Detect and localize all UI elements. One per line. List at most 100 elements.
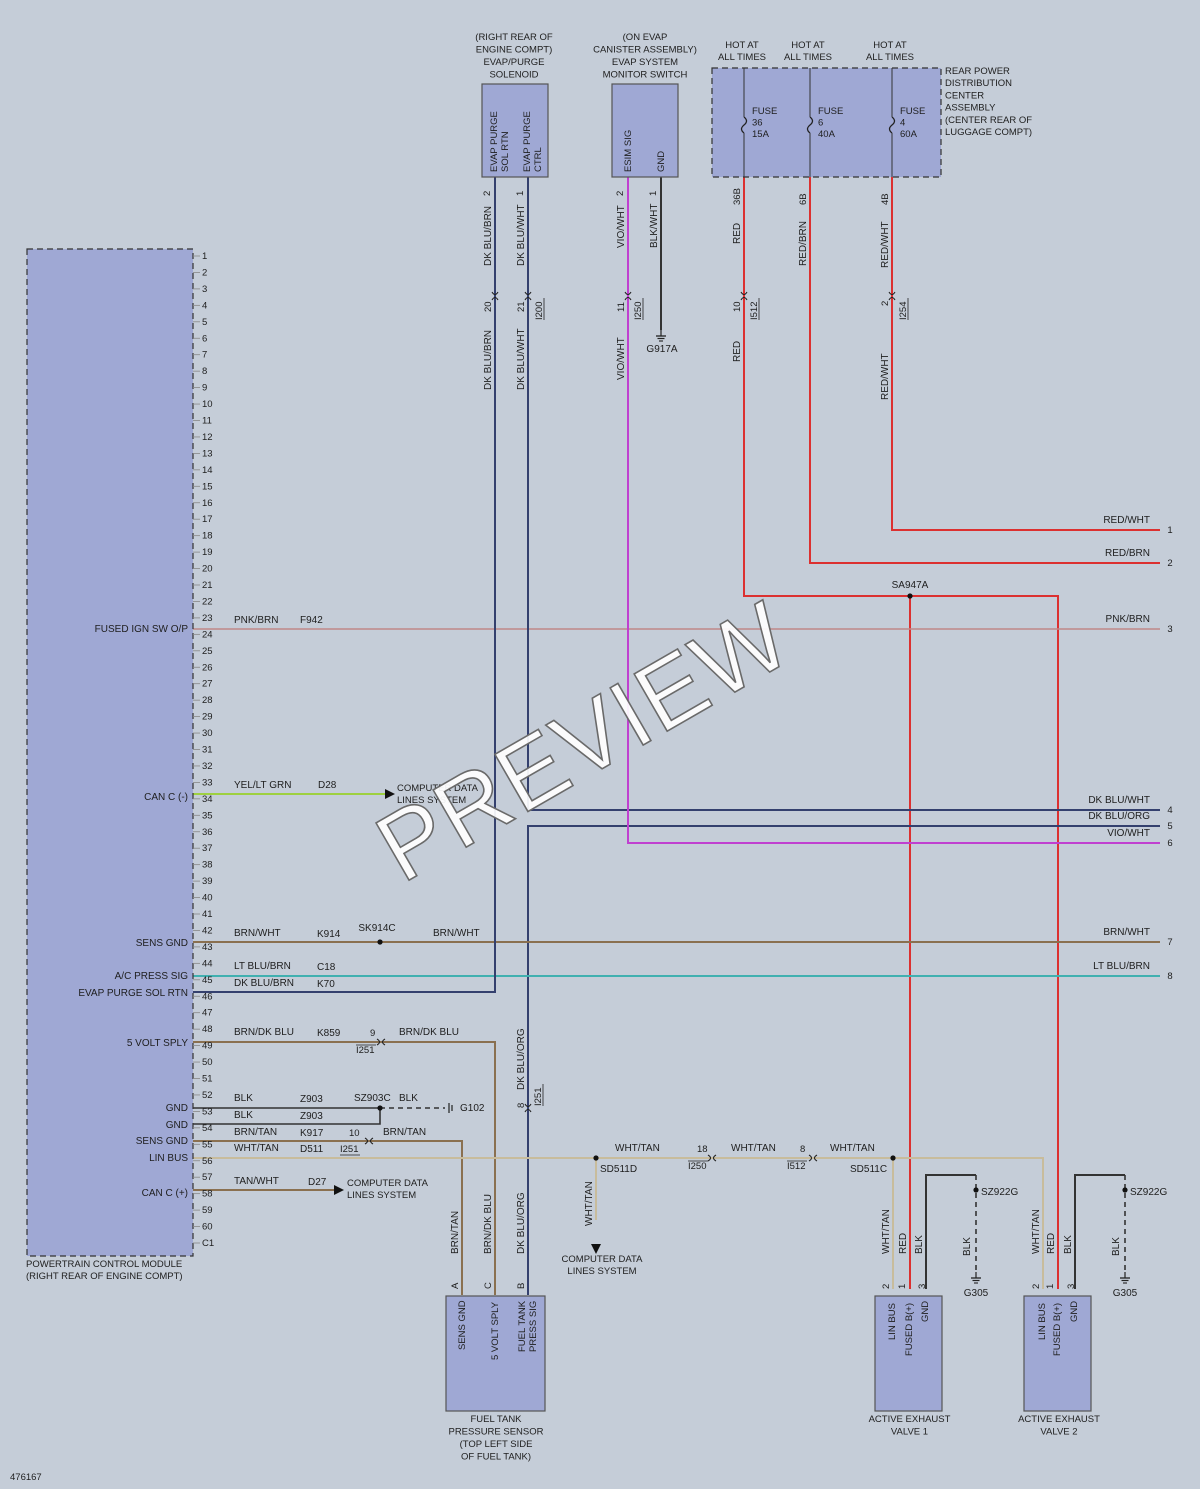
connector-cavity: 9: [370, 1028, 375, 1039]
ground-label: G305: [1113, 1288, 1138, 1299]
computer-data-label: COMPUTER DATA: [347, 1178, 429, 1189]
wire-label: BLK: [399, 1093, 418, 1104]
esim-label: CANISTER ASSEMBLY): [593, 45, 697, 56]
diagram-id: 476167: [10, 1472, 42, 1483]
fuse-icon: [740, 116, 748, 134]
fuel-tank-sensor-label: (TOP LEFT SIDE: [460, 1439, 533, 1450]
fuse-label: 60A: [900, 129, 918, 140]
circuit-label: Z903: [300, 1111, 323, 1122]
output-number: 3: [1167, 624, 1172, 635]
wire-label: DK BLU/ORG: [516, 1192, 527, 1254]
wire-blk-valve1: [925, 1174, 976, 1289]
output-wire-label: LT BLU/BRN: [1093, 961, 1150, 972]
wire-label: VIO/WHT: [616, 205, 627, 248]
connector-id: I250: [688, 1161, 707, 1172]
wire-label: BLK: [914, 1235, 925, 1254]
pin-number: C: [483, 1282, 494, 1289]
connector: [624, 296, 632, 301]
pin-number: 4B: [880, 193, 891, 205]
wire-label: DK BLU/WHT: [516, 328, 527, 390]
connector-id: I251: [533, 1088, 544, 1107]
wire-red-brn: [809, 177, 1160, 564]
connector-cavity: 18: [697, 1144, 708, 1155]
wire-label: WHT/TAN: [1031, 1209, 1042, 1254]
pcm-pin: 4: [202, 300, 207, 311]
splice-sd511d: [593, 1155, 599, 1161]
arrow-computer-data: [591, 1244, 601, 1254]
pcm-pin: 28: [202, 695, 213, 706]
fuse-label: FUSE: [818, 106, 843, 117]
pcm-pin: 17: [202, 514, 213, 525]
pcm-pin: 10: [202, 399, 213, 410]
evap-solenoid-label: EVAP/PURGE: [483, 57, 544, 68]
pcm-pin: 45: [202, 975, 213, 986]
valve-label: VALVE 1: [891, 1427, 928, 1438]
fuse-label: 15A: [752, 129, 770, 140]
rpdc-label: REAR POWER: [945, 66, 1010, 77]
wire-label: LT BLU/BRN: [234, 961, 291, 972]
rpdc-label: LUGGAGE COMPT): [945, 127, 1032, 138]
evap-solenoid-label: SOLENOID: [489, 70, 538, 81]
connector-cavity: 20: [483, 301, 494, 312]
wires: [193, 177, 1160, 1295]
wire-label: BRN/TAN: [383, 1127, 426, 1138]
pcm-pin: 55: [202, 1139, 213, 1150]
wire-label: DK BLU/BRN: [234, 978, 294, 989]
pcm-pin: 37: [202, 843, 213, 854]
wire-label: BRN/TAN: [234, 1127, 277, 1138]
pcm-pin: 35: [202, 810, 213, 821]
pcm-signal-label: A/C PRESS SIG: [115, 971, 189, 982]
fuse-icon: [806, 116, 814, 134]
wire-wht-tan: [193, 1157, 1044, 1289]
circuit-label: K70: [317, 979, 335, 990]
fuel-tank-sensor-label: PRESSURE SENSOR: [448, 1427, 543, 1438]
output-number: 4: [1167, 805, 1172, 816]
connector: [707, 1154, 712, 1162]
circuit-label: K914: [317, 929, 341, 940]
wire-label: RED/WHT: [880, 221, 891, 268]
valve-pin-name: FUSED B(+): [904, 1303, 915, 1356]
pcm-pin: 52: [202, 1090, 213, 1101]
output-number: 8: [1167, 971, 1172, 982]
pcm-pin: 13: [202, 448, 213, 459]
rpdc-label: CENTER: [945, 90, 984, 101]
connector: [813, 1154, 818, 1162]
hot-at-all-times: ALL TIMES: [718, 52, 766, 63]
computer-data-label: LINES SYSTEM: [567, 1266, 636, 1277]
splice-sk914c: [377, 939, 383, 945]
pcm-pin: 27: [202, 679, 213, 690]
wire-label: BLK: [1063, 1235, 1074, 1254]
wire-brn-tan: [193, 1140, 463, 1295]
pin-number: 6B: [798, 193, 809, 205]
connector-id: I251: [356, 1045, 375, 1056]
wire-label: PNK/BRN: [234, 615, 278, 626]
wire-label: WHT/TAN: [881, 1209, 892, 1254]
splice-label: SZ903C: [354, 1093, 391, 1104]
fuel-sensor-pin-name: SENS GND: [457, 1300, 468, 1350]
connector: [524, 296, 532, 301]
evap-solenoid-label: (RIGHT REAR OF: [475, 32, 553, 43]
wire-label: BRN/DK BLU: [399, 1027, 459, 1038]
connector-cavity: 8: [800, 1144, 805, 1155]
connector: [712, 1154, 717, 1162]
wire-label: BLK: [234, 1093, 253, 1104]
valve-label: ACTIVE EXHAUST: [869, 1414, 951, 1425]
wire-label: BLK: [1111, 1237, 1122, 1256]
connector: [524, 291, 532, 296]
pcm-name: (RIGHT REAR OF ENGINE COMPT): [26, 1271, 183, 1282]
pcm-pin: 14: [202, 465, 213, 476]
computer-data-label: LINES SYSTEM: [347, 1190, 416, 1201]
output-wire-label: DK BLU/WHT: [1088, 795, 1150, 806]
circuit-label: K917: [300, 1128, 324, 1139]
pcm-pin: 19: [202, 547, 213, 558]
pcm-signal-label: EVAP PURGE SOL RTN: [78, 988, 188, 999]
pcm-pin: 40: [202, 893, 213, 904]
connector: [524, 1103, 532, 1108]
connector: [888, 291, 896, 296]
pcm-pin: 6: [202, 333, 207, 344]
pin-number: 2: [881, 1284, 892, 1289]
arrow-computer-data: [385, 789, 395, 799]
pcm-signal-label: SENS GND: [136, 1136, 188, 1147]
pin-number: A: [450, 1282, 461, 1289]
fuel-tank-sensor-label: FUEL TANK: [470, 1414, 522, 1425]
